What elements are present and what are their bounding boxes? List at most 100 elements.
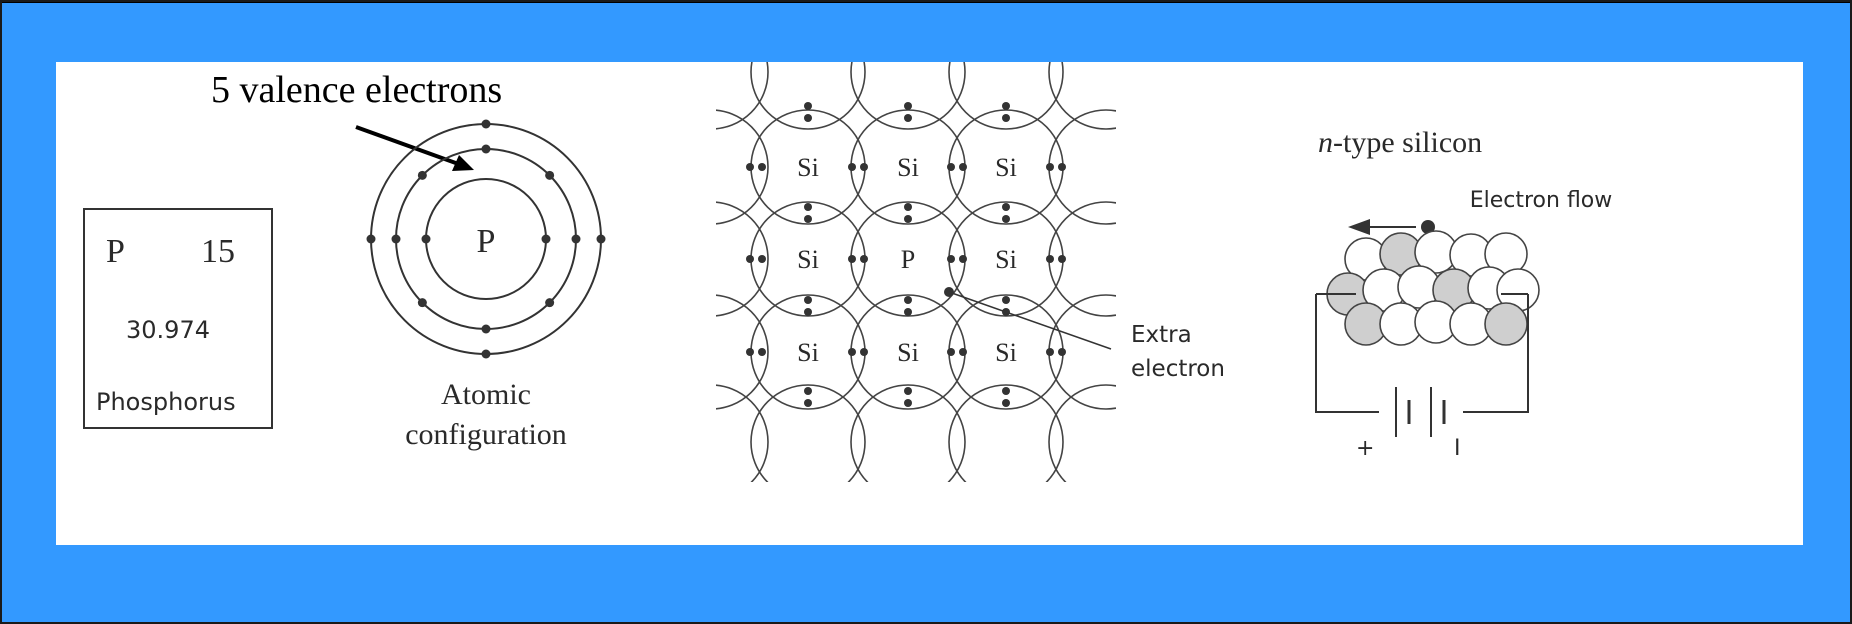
bond-electron-dot: [904, 399, 912, 407]
lattice-neighbor-circle: [1048, 294, 1116, 410]
lattice-neighbor-circle: [716, 384, 769, 482]
bond-electron-dot: [904, 114, 912, 122]
bond-electron-dot: [1058, 348, 1066, 356]
bond-electron-dot: [1058, 163, 1066, 171]
bond-electron-dot: [1002, 387, 1010, 395]
bond-electron-dot: [904, 308, 912, 316]
bond-electron-dot: [848, 163, 856, 171]
lattice-atom-label: Si: [897, 153, 919, 182]
atom-electron-dot: [366, 234, 376, 244]
element-card-border: [83, 208, 273, 429]
bond-electron-dot: [1002, 203, 1010, 211]
bond-electron-dot: [1002, 215, 1010, 223]
atom-electron-dot: [417, 170, 427, 180]
lattice-neighbor-circle: [750, 62, 866, 130]
callout-arrow-line: [355, 125, 465, 168]
bond-electron-dot: [804, 399, 812, 407]
bond-electron-dot: [1046, 348, 1054, 356]
element-mass: 30.974: [126, 316, 210, 344]
lattice-atom-label: Si: [995, 153, 1017, 182]
lattice-neighbor-circle: [948, 384, 1064, 482]
lattice-neighbor-circle: [716, 201, 769, 317]
ntype-title-italic: n: [1318, 126, 1333, 159]
bond-electron-dot: [848, 348, 856, 356]
top-edge-bar: [0, 0, 1852, 23]
extra-electron-label-line2: electron: [1131, 356, 1225, 382]
phosphorus-doping-diagram: 5 valence electrons P 15 30.974 Phosphor…: [83, 62, 1612, 482]
element-name: Phosphorus: [96, 388, 236, 416]
bond-electron-dot: [746, 348, 754, 356]
bond-electron-dot: [947, 348, 955, 356]
bond-electron-dot: [904, 387, 912, 395]
battery-icon: [1395, 387, 1446, 437]
atom-electron-dot: [481, 324, 491, 334]
element-card: P 15 30.974 Phosphorus: [83, 208, 273, 429]
lattice-neighbor-circle: [1048, 201, 1116, 317]
bond-electron-dot: [904, 203, 912, 211]
atom-caption-line2: configuration: [405, 418, 567, 451]
battery-plus-label: +: [1356, 436, 1374, 461]
bond-electron-dot: [804, 387, 812, 395]
bond-electron-dot: [947, 163, 955, 171]
bond-electron-dot: [860, 163, 868, 171]
bond-electron-dot: [804, 215, 812, 223]
lattice-atom-label: Si: [797, 338, 819, 367]
atom-electron-dot: [481, 119, 491, 129]
atom-electron-dot: [596, 234, 606, 244]
bond-electron-dot: [804, 296, 812, 304]
bond-electron-dot: [804, 203, 812, 211]
battery-minus-label: I: [1454, 436, 1461, 461]
atom-electron-dot: [417, 298, 427, 308]
lattice-neighbor-circle: [716, 109, 769, 225]
electron-flow-arrow-head: [1348, 219, 1370, 235]
lattice-atom-label: P: [901, 245, 915, 274]
callout-label: 5 valence electrons: [211, 69, 502, 111]
bond-electron-dot: [758, 255, 766, 263]
atom-electron-dot: [421, 234, 431, 244]
lattice-neighbor-circle: [1048, 384, 1116, 482]
bond-electron-dot: [848, 255, 856, 263]
atom-diagram: P Atomic configuration: [366, 119, 606, 451]
bond-electron-dot: [1058, 255, 1066, 263]
bond-electron-dot: [1046, 255, 1054, 263]
lattice-neighbor-circle: [850, 384, 966, 482]
bond-electron-dot: [959, 348, 967, 356]
ntype-silicon-diagram: n-type silicon Electron flow + I: [1315, 126, 1612, 461]
bond-electron-dot: [1002, 102, 1010, 110]
bond-electron-dot: [947, 255, 955, 263]
lattice-neighbor-circle: [1048, 109, 1116, 225]
atom-electron-dot: [571, 234, 581, 244]
atom-electron-dot: [541, 234, 551, 244]
lattice-atom-label: Si: [995, 245, 1017, 274]
element-symbol: P: [106, 233, 125, 270]
callout-arrow-head: [452, 155, 474, 171]
bond-electron-dot: [804, 308, 812, 316]
bond-electron-dot: [904, 102, 912, 110]
diagram-panel: 5 valence electrons P 15 30.974 Phosphor…: [56, 62, 1803, 545]
silicon-atom-pile: [1326, 230, 1540, 346]
atom-nucleus-label: P: [477, 223, 496, 260]
lattice-circles: [716, 62, 1116, 482]
bond-electron-dot: [746, 255, 754, 263]
bond-electron-dot: [860, 255, 868, 263]
bond-electron-dot: [904, 215, 912, 223]
bond-electron-dot: [758, 163, 766, 171]
bond-electron-dot: [1002, 114, 1010, 122]
atom-electrons: [366, 119, 606, 359]
atom-electron-dot: [391, 234, 401, 244]
bond-electron-dot: [860, 348, 868, 356]
flow-electron: [1421, 220, 1435, 234]
ntype-title-rest: -type silicon: [1333, 126, 1482, 159]
bond-electron-dot: [959, 255, 967, 263]
lattice-neighbor-circle: [1048, 62, 1116, 130]
atom-caption-line1: Atomic: [441, 378, 531, 411]
ntype-title: n-type silicon: [1318, 126, 1482, 159]
circuit-wire-left: [1315, 294, 1379, 413]
bond-electron-dot: [804, 114, 812, 122]
circuit-wire-right: [1463, 294, 1529, 413]
bond-electron-dot: [804, 102, 812, 110]
bond-electron-dot: [1002, 296, 1010, 304]
atom-electron-dot: [545, 298, 555, 308]
